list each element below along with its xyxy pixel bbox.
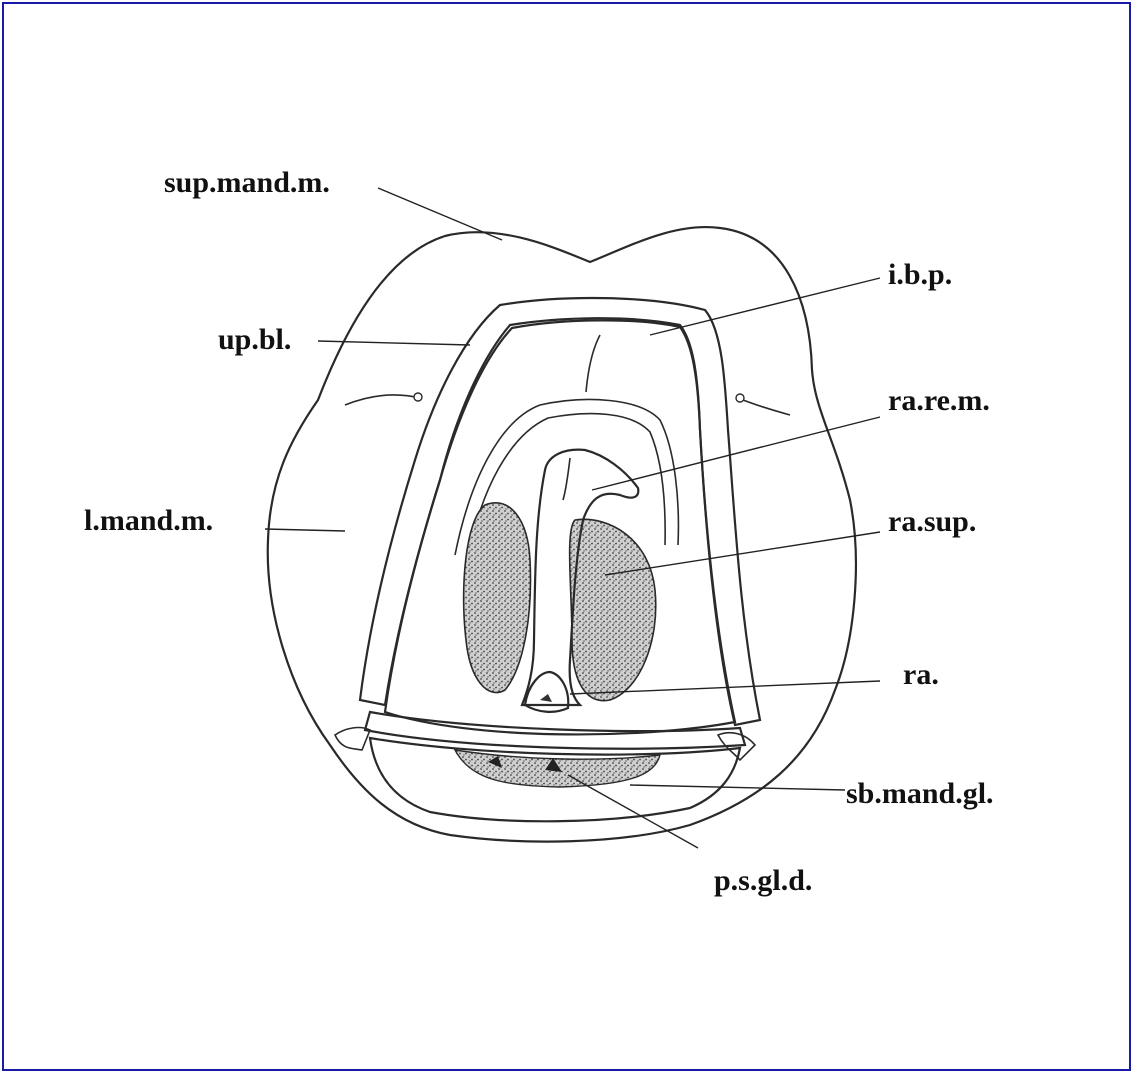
stalk-slit bbox=[563, 458, 570, 500]
leader-l-mand-m bbox=[265, 529, 345, 531]
label-ra-re-m: ra.re.m. bbox=[888, 384, 990, 417]
radula-knob-mark bbox=[540, 694, 552, 702]
radula-superior-left-lobe bbox=[464, 503, 531, 693]
tongue-region bbox=[385, 320, 735, 734]
label-p-s-gl-d: p.s.gl.d. bbox=[714, 864, 812, 897]
median-groove bbox=[586, 335, 600, 392]
label-ibp: i.b.p. bbox=[888, 258, 952, 291]
right-division-knob bbox=[736, 394, 744, 402]
left-division-knob bbox=[414, 393, 422, 401]
label-ra-sup: ra.sup. bbox=[888, 505, 976, 538]
leader-ra-sup bbox=[605, 532, 880, 575]
label-up-bl: up.bl. bbox=[218, 323, 291, 356]
left-division-line bbox=[345, 395, 420, 405]
label-ra: ra. bbox=[903, 658, 939, 691]
upper-blade-band bbox=[360, 298, 760, 725]
label-sup-mand-m: sup.mand.m. bbox=[164, 166, 330, 199]
leader-ibp bbox=[650, 278, 880, 335]
label-l-mand-m: l.mand.m. bbox=[84, 504, 213, 537]
radula-superior-right-lobe bbox=[570, 519, 656, 700]
label-sb-mand-gl: sb.mand.gl. bbox=[846, 777, 994, 810]
leader-sb-mand-gl bbox=[630, 785, 845, 790]
lower-transverse-band bbox=[365, 712, 745, 749]
right-division-line bbox=[738, 398, 790, 415]
leader-sup-mand-m bbox=[378, 188, 502, 240]
leader-up-bl bbox=[318, 341, 470, 345]
